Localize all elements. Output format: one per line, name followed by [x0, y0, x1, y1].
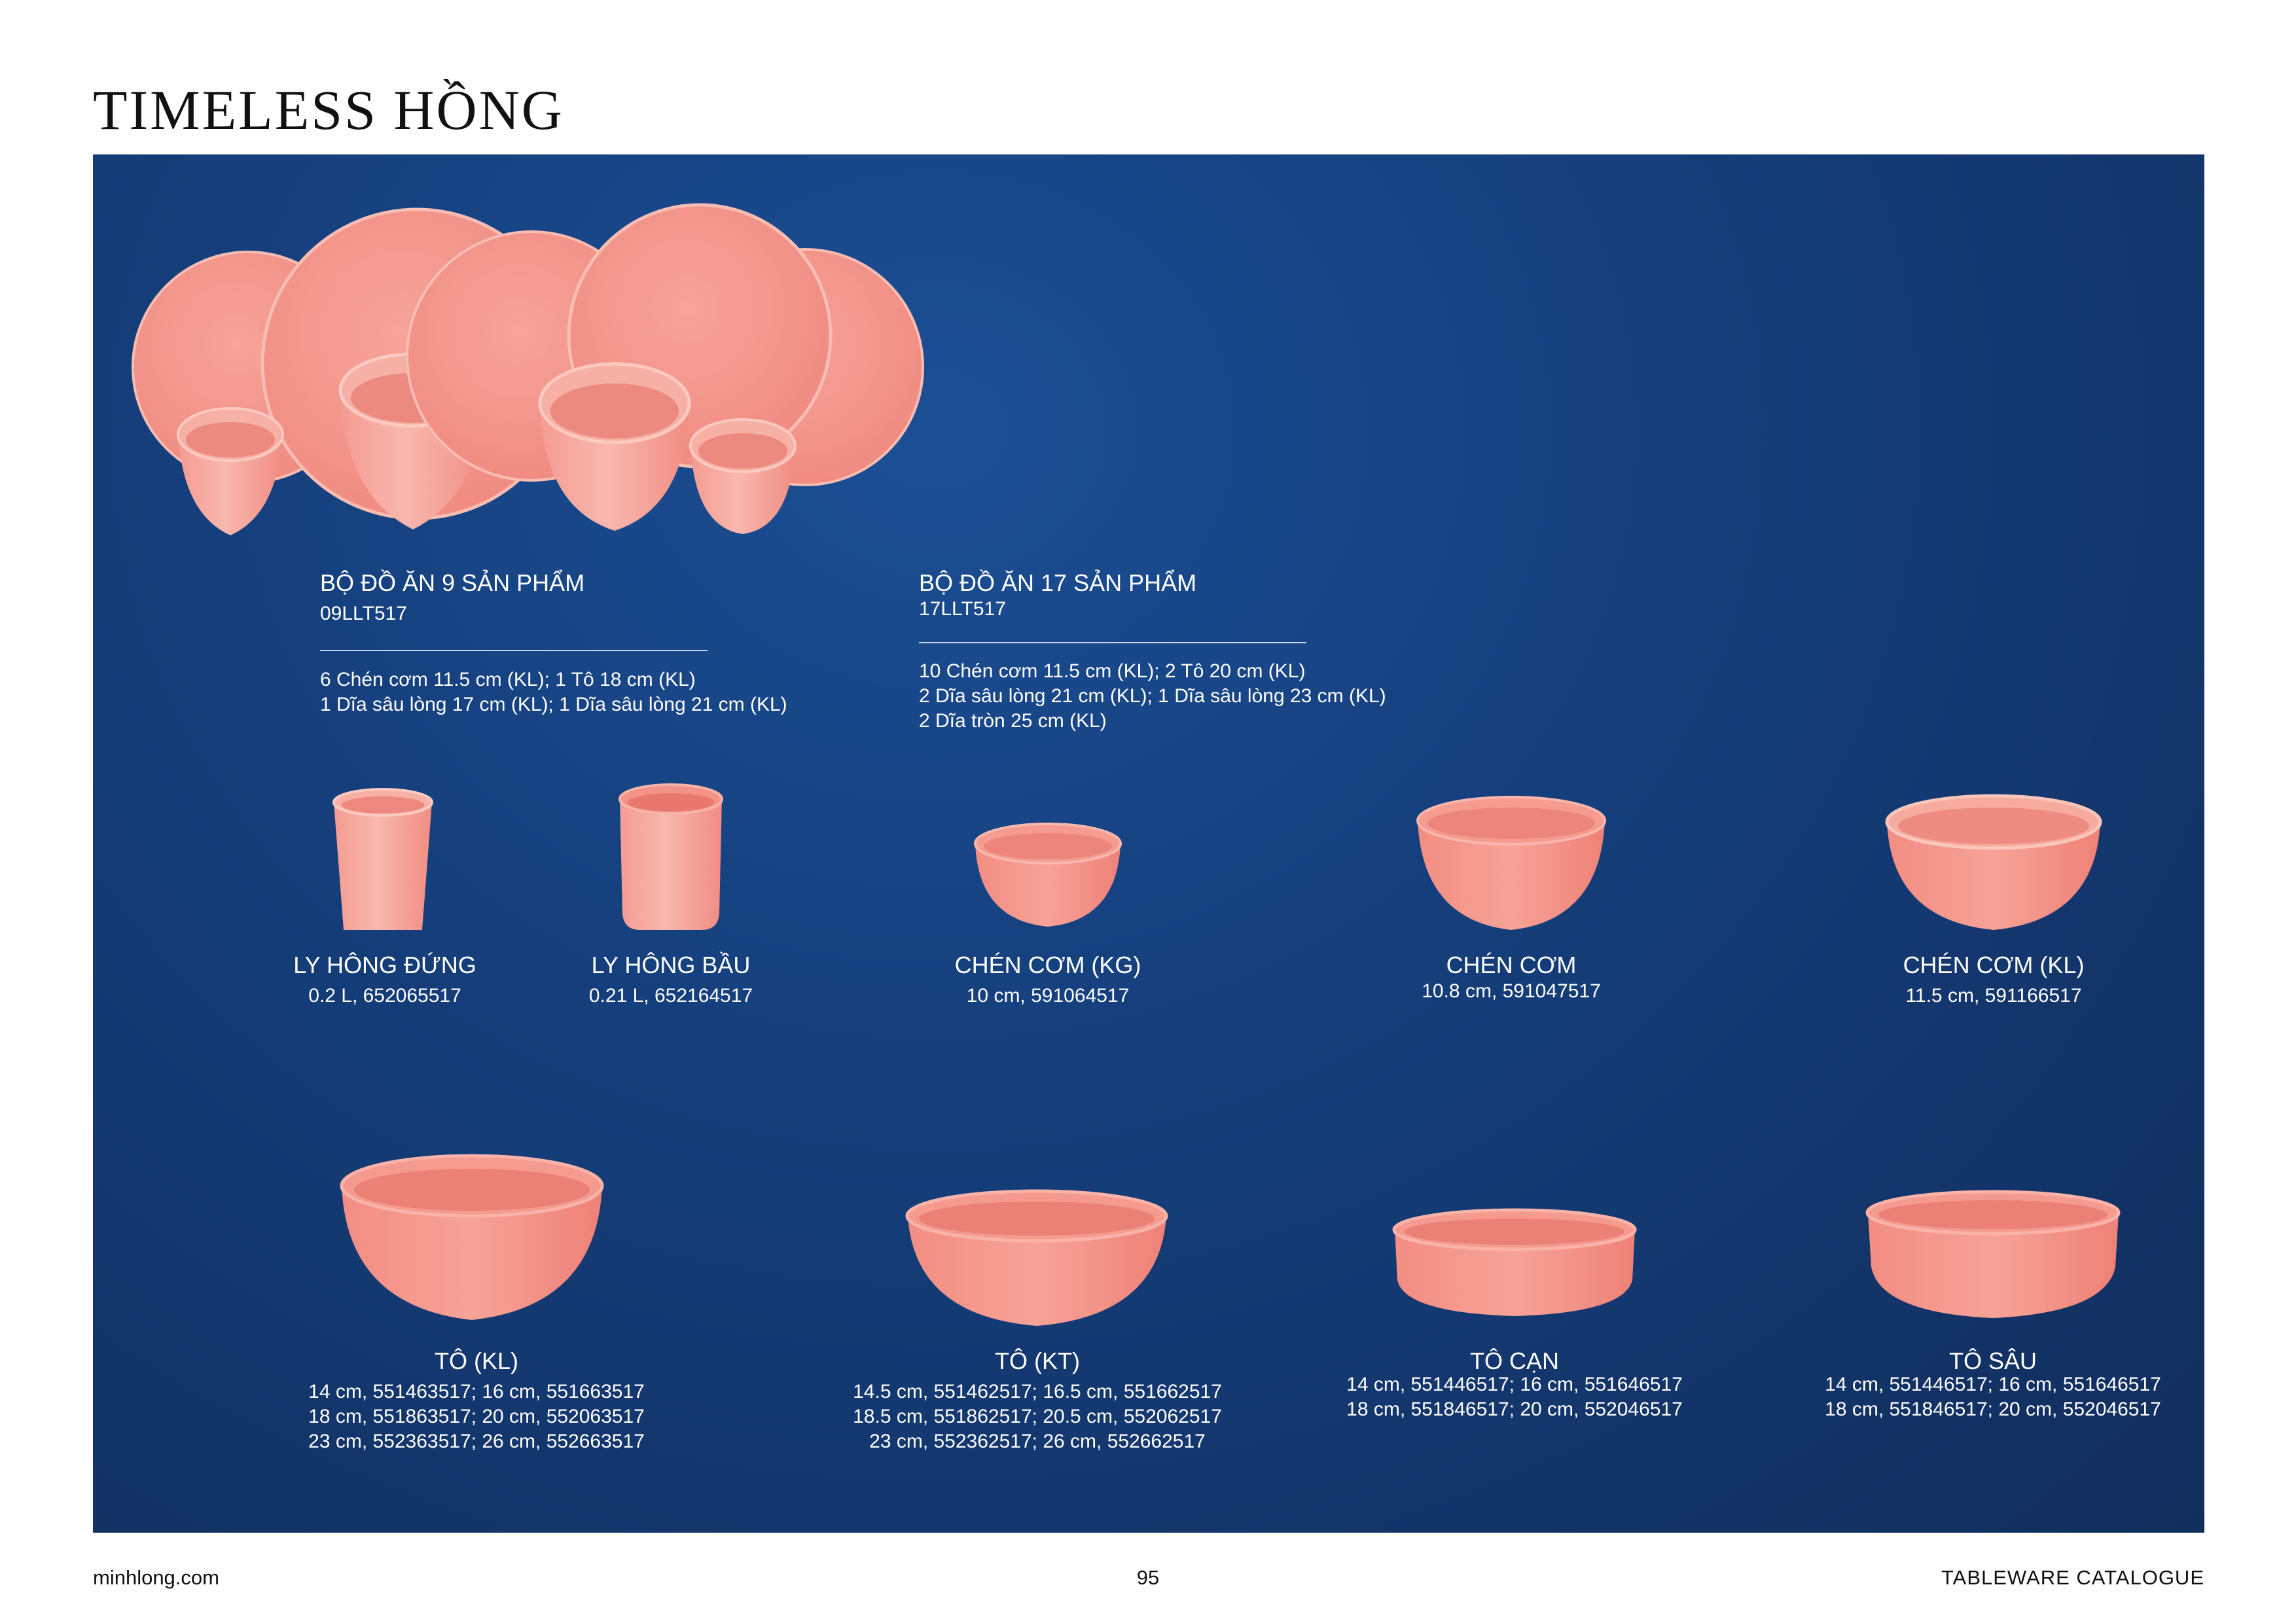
bowl-kt-photo — [905, 1189, 1168, 1326]
product-spec: 18 cm, 551863517; 20 cm, 552063517 — [308, 1406, 645, 1427]
set-17-divider — [919, 642, 1306, 643]
bowl-shallow-photo — [1392, 1208, 1637, 1316]
product-spec: 18.5 cm, 551862517; 20.5 cm, 552062517 — [853, 1406, 1222, 1427]
product-spec: 18 cm, 551846517; 20 cm, 552046517 — [1825, 1399, 2161, 1420]
set-9-name: BỘ ĐỒ ĂN 9 SẢN PHẨM — [320, 569, 585, 596]
set-17-code: 17LLT517 — [919, 598, 1006, 620]
set-9-line-2: 1 Dĩa sâu lòng 17 cm (KL); 1 Dĩa sâu lòn… — [320, 694, 787, 715]
cup-rounded — [619, 783, 723, 930]
footer-catalogue: TABLEWARE CATALOGUE — [1941, 1566, 2204, 1589]
product-spec: 23 cm, 552363517; 26 cm, 552663517 — [308, 1431, 645, 1452]
product-name: TÔ (KT) — [995, 1347, 1080, 1374]
product-name: TÔ CẠN — [1469, 1347, 1560, 1374]
set-9-divider — [320, 650, 708, 651]
product-photos — [132, 203, 2121, 1326]
product-panel: BỘ ĐỒ ĂN 9 SẢN PHẨM 09LLT517 6 Chén cơm … — [93, 154, 2204, 1533]
product-name: LY HÔNG ĐỨNG — [293, 952, 476, 978]
rice-bowl-kl — [1885, 794, 2102, 930]
product-name: TÔ SÂU — [1948, 1347, 2037, 1374]
bowl-large — [538, 362, 691, 531]
product-name: CHÉN CƠM (KG) — [954, 952, 1141, 978]
set-17-line-2: 2 Dĩa sâu lòng 21 cm (KL); 1 Dĩa sâu lòn… — [919, 685, 1386, 707]
rice-bowl-standard — [1416, 796, 1606, 930]
set-17-name: BỘ ĐỒ ĂN 17 SẢN PHẨM — [919, 569, 1197, 596]
product-spec: 14.5 cm, 551462517; 16.5 cm, 551662517 — [853, 1381, 1222, 1402]
page-number: 95 — [1136, 1566, 1160, 1589]
product-spec: 0.2 L, 652065517 — [308, 985, 461, 1007]
product-spec: 14 cm, 551463517; 16 cm, 551663517 — [308, 1381, 645, 1402]
product-spec: 11.5 cm, 591166517 — [1905, 985, 2082, 1007]
product-spec: 14 cm, 551446517; 16 cm, 551646517 — [1825, 1374, 2161, 1395]
product-name: CHÉN CƠM — [1446, 952, 1577, 978]
bowl-deep-photo — [1865, 1190, 2121, 1318]
footer-website[interactable]: minhlong.com — [93, 1566, 219, 1589]
product-spec: 0.21 L, 652164517 — [588, 985, 753, 1007]
set-17-line-3: 2 Dĩa tròn 25 cm (KL) — [919, 710, 1107, 732]
product-spec: 23 cm, 552362517; 26 cm, 552662517 — [869, 1431, 1206, 1452]
page-title: TIMELESS HỒNG — [93, 79, 564, 141]
bowl-kl-photo — [340, 1154, 604, 1320]
set-17-photo — [406, 203, 924, 534]
rice-bowl-kg — [974, 823, 1122, 927]
set-9-line-1: 6 Chén cơm 11.5 cm (KL); 1 Tô 18 cm (KL) — [320, 669, 696, 690]
product-name: CHÉN CƠM (KL) — [1903, 952, 2085, 978]
rice-bowl — [177, 407, 284, 535]
set-17-line-1: 10 Chén cơm 11.5 cm (KL); 2 Tô 20 cm (KL… — [919, 660, 1306, 682]
product-name: TÔ (KL) — [434, 1347, 519, 1374]
product-spec: 10.8 cm, 591047517 — [1422, 980, 1601, 1002]
product-spec: 10 cm, 591064517 — [966, 985, 1130, 1007]
set-9-code: 09LLT517 — [320, 603, 407, 624]
rice-bowl — [689, 418, 797, 534]
product-spec: 18 cm, 551846517; 20 cm, 552046517 — [1346, 1399, 1683, 1420]
cup-straight — [332, 788, 433, 930]
product-spec: 14 cm, 551446517; 16 cm, 551646517 — [1346, 1374, 1683, 1395]
product-name: LY HÔNG BẦU — [591, 952, 751, 978]
